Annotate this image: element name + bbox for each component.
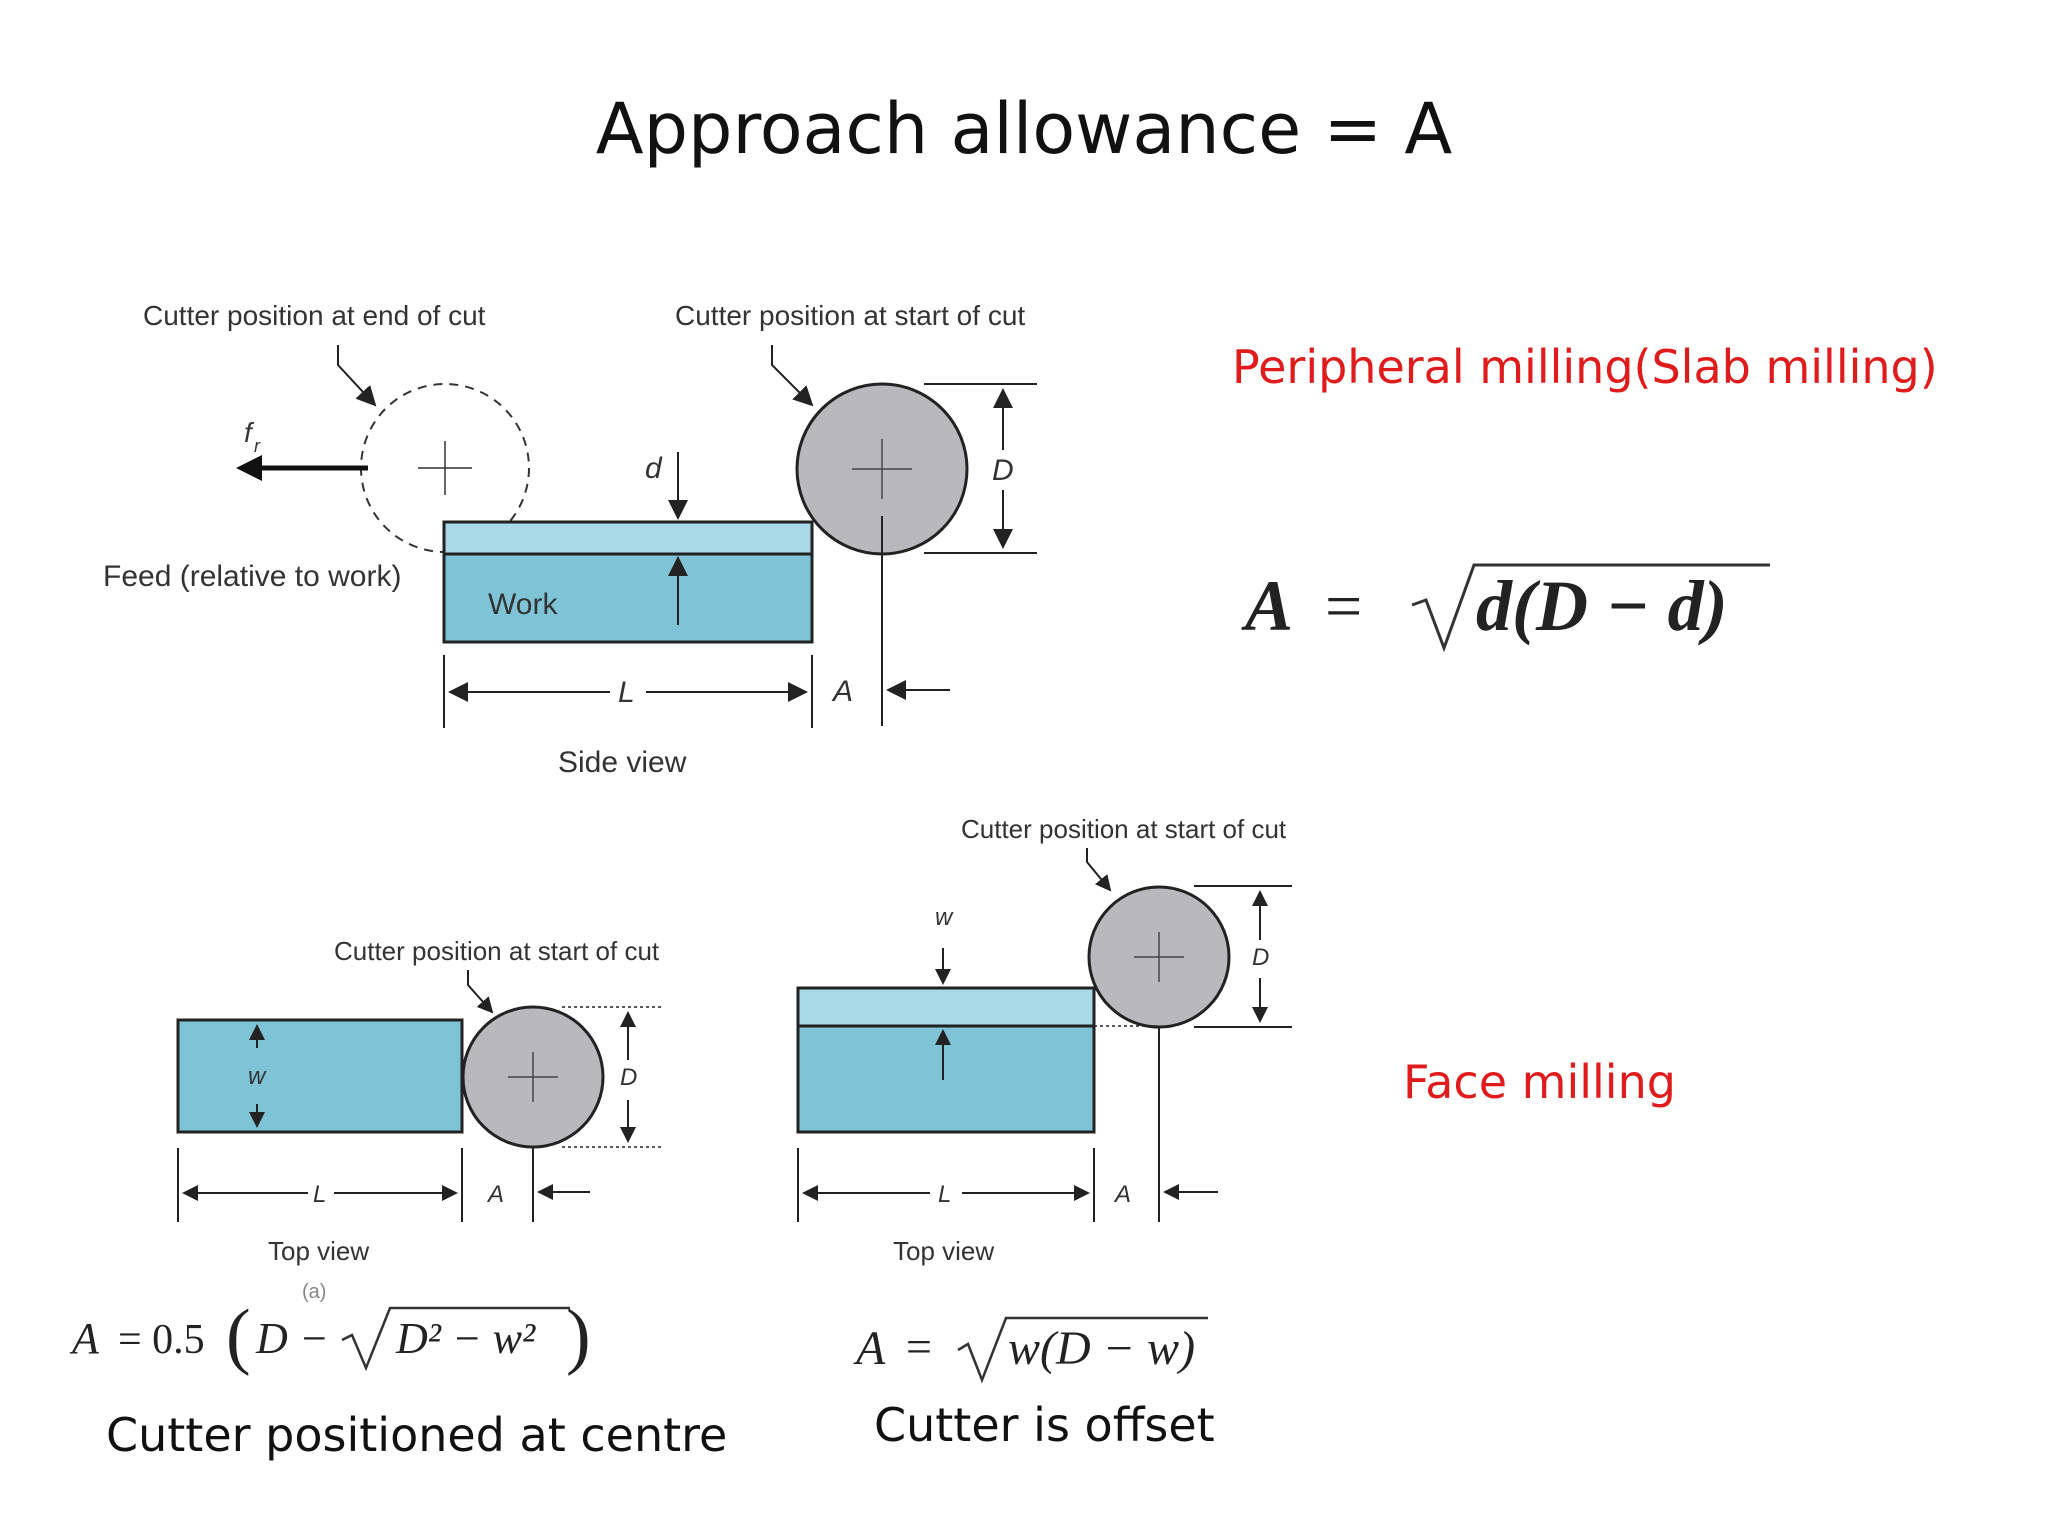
feed-subscript: r	[254, 436, 261, 456]
centre-start-label: Cutter position at start of cut	[334, 936, 660, 966]
formula-offset-radicand: w(D − w)	[1008, 1322, 1195, 1375]
centre-w-label: w	[248, 1063, 267, 1090]
side-view-caption: Side view	[558, 746, 687, 779]
feed-label: Feed (relative to work)	[103, 560, 401, 593]
side-view-figure: Cutter position at end of cut Cutter pos…	[103, 300, 1037, 779]
depth-d-label: d	[645, 452, 663, 485]
offset-top-view-caption: Top view	[893, 1236, 994, 1266]
offset-L-label: L	[938, 1181, 951, 1208]
work-depth-layer	[442, 520, 814, 556]
svg-text:(: (	[226, 1295, 251, 1377]
slide-title: Approach allowance = A	[595, 88, 1453, 170]
sqrt-symbol	[1411, 563, 1770, 653]
formula-centre: A = 0.5 ( D − D² − w² )	[69, 1295, 591, 1377]
formula-offset: A = w(D − w)	[853, 1316, 1208, 1384]
offset-w-label: w	[935, 904, 954, 931]
svg-text:−: −	[302, 1314, 327, 1363]
side-A-label: A	[831, 675, 853, 708]
centre-top-view-caption: Top view	[268, 1236, 369, 1266]
offset-D-label: D	[1252, 944, 1269, 971]
svg-text:= 0.5: = 0.5	[118, 1317, 205, 1363]
svg-text:D: D	[255, 1314, 288, 1363]
formula-peripheral: A = d(D − d)	[1241, 563, 1770, 653]
svg-text:A: A	[1241, 566, 1293, 646]
centre-D-label: D	[620, 1064, 637, 1091]
centre-L-label: L	[313, 1181, 326, 1208]
offset-caption: Cutter is offset	[874, 1398, 1215, 1452]
svg-text:A: A	[853, 1322, 886, 1375]
svg-text:=: =	[906, 1321, 932, 1372]
centre-A-label: A	[486, 1181, 504, 1208]
centre-subfigure-label: (a)	[302, 1281, 326, 1303]
top-view-offset-figure: Cutter position at start of cut w D L A …	[796, 814, 1292, 1266]
work-label: Work	[488, 588, 558, 621]
centre-work	[176, 1018, 464, 1134]
svg-text:A: A	[69, 1314, 100, 1363]
formula-centre-radicand: D² − w²	[395, 1314, 536, 1363]
side-L-label: L	[618, 676, 635, 709]
formula-peripheral-radicand: d(D − d)	[1476, 566, 1728, 646]
top-view-centre-figure: Cutter position at start of cut w D L A …	[176, 936, 662, 1303]
peripheral-milling-label: Peripheral milling(Slab milling)	[1232, 340, 1938, 394]
face-milling-label: Face milling	[1403, 1055, 1676, 1109]
side-D-label: D	[992, 454, 1014, 487]
end-leader	[337, 345, 377, 407]
side-end-label: Cutter position at end of cut	[143, 300, 486, 331]
offset-start-label: Cutter position at start of cut	[961, 814, 1287, 844]
offset-sqrt-symbol	[957, 1316, 1208, 1384]
svg-text:=: =	[1325, 570, 1362, 643]
offset-width-layer	[796, 986, 1096, 1028]
offset-A-label: A	[1113, 1181, 1131, 1208]
start-leader	[771, 345, 814, 407]
feed-symbol: f	[244, 417, 255, 448]
svg-text:): )	[566, 1295, 591, 1377]
centre-caption: Cutter positioned at centre	[106, 1408, 728, 1462]
side-start-label: Cutter position at start of cut	[675, 300, 1025, 331]
centre-sqrt-symbol	[341, 1306, 570, 1372]
